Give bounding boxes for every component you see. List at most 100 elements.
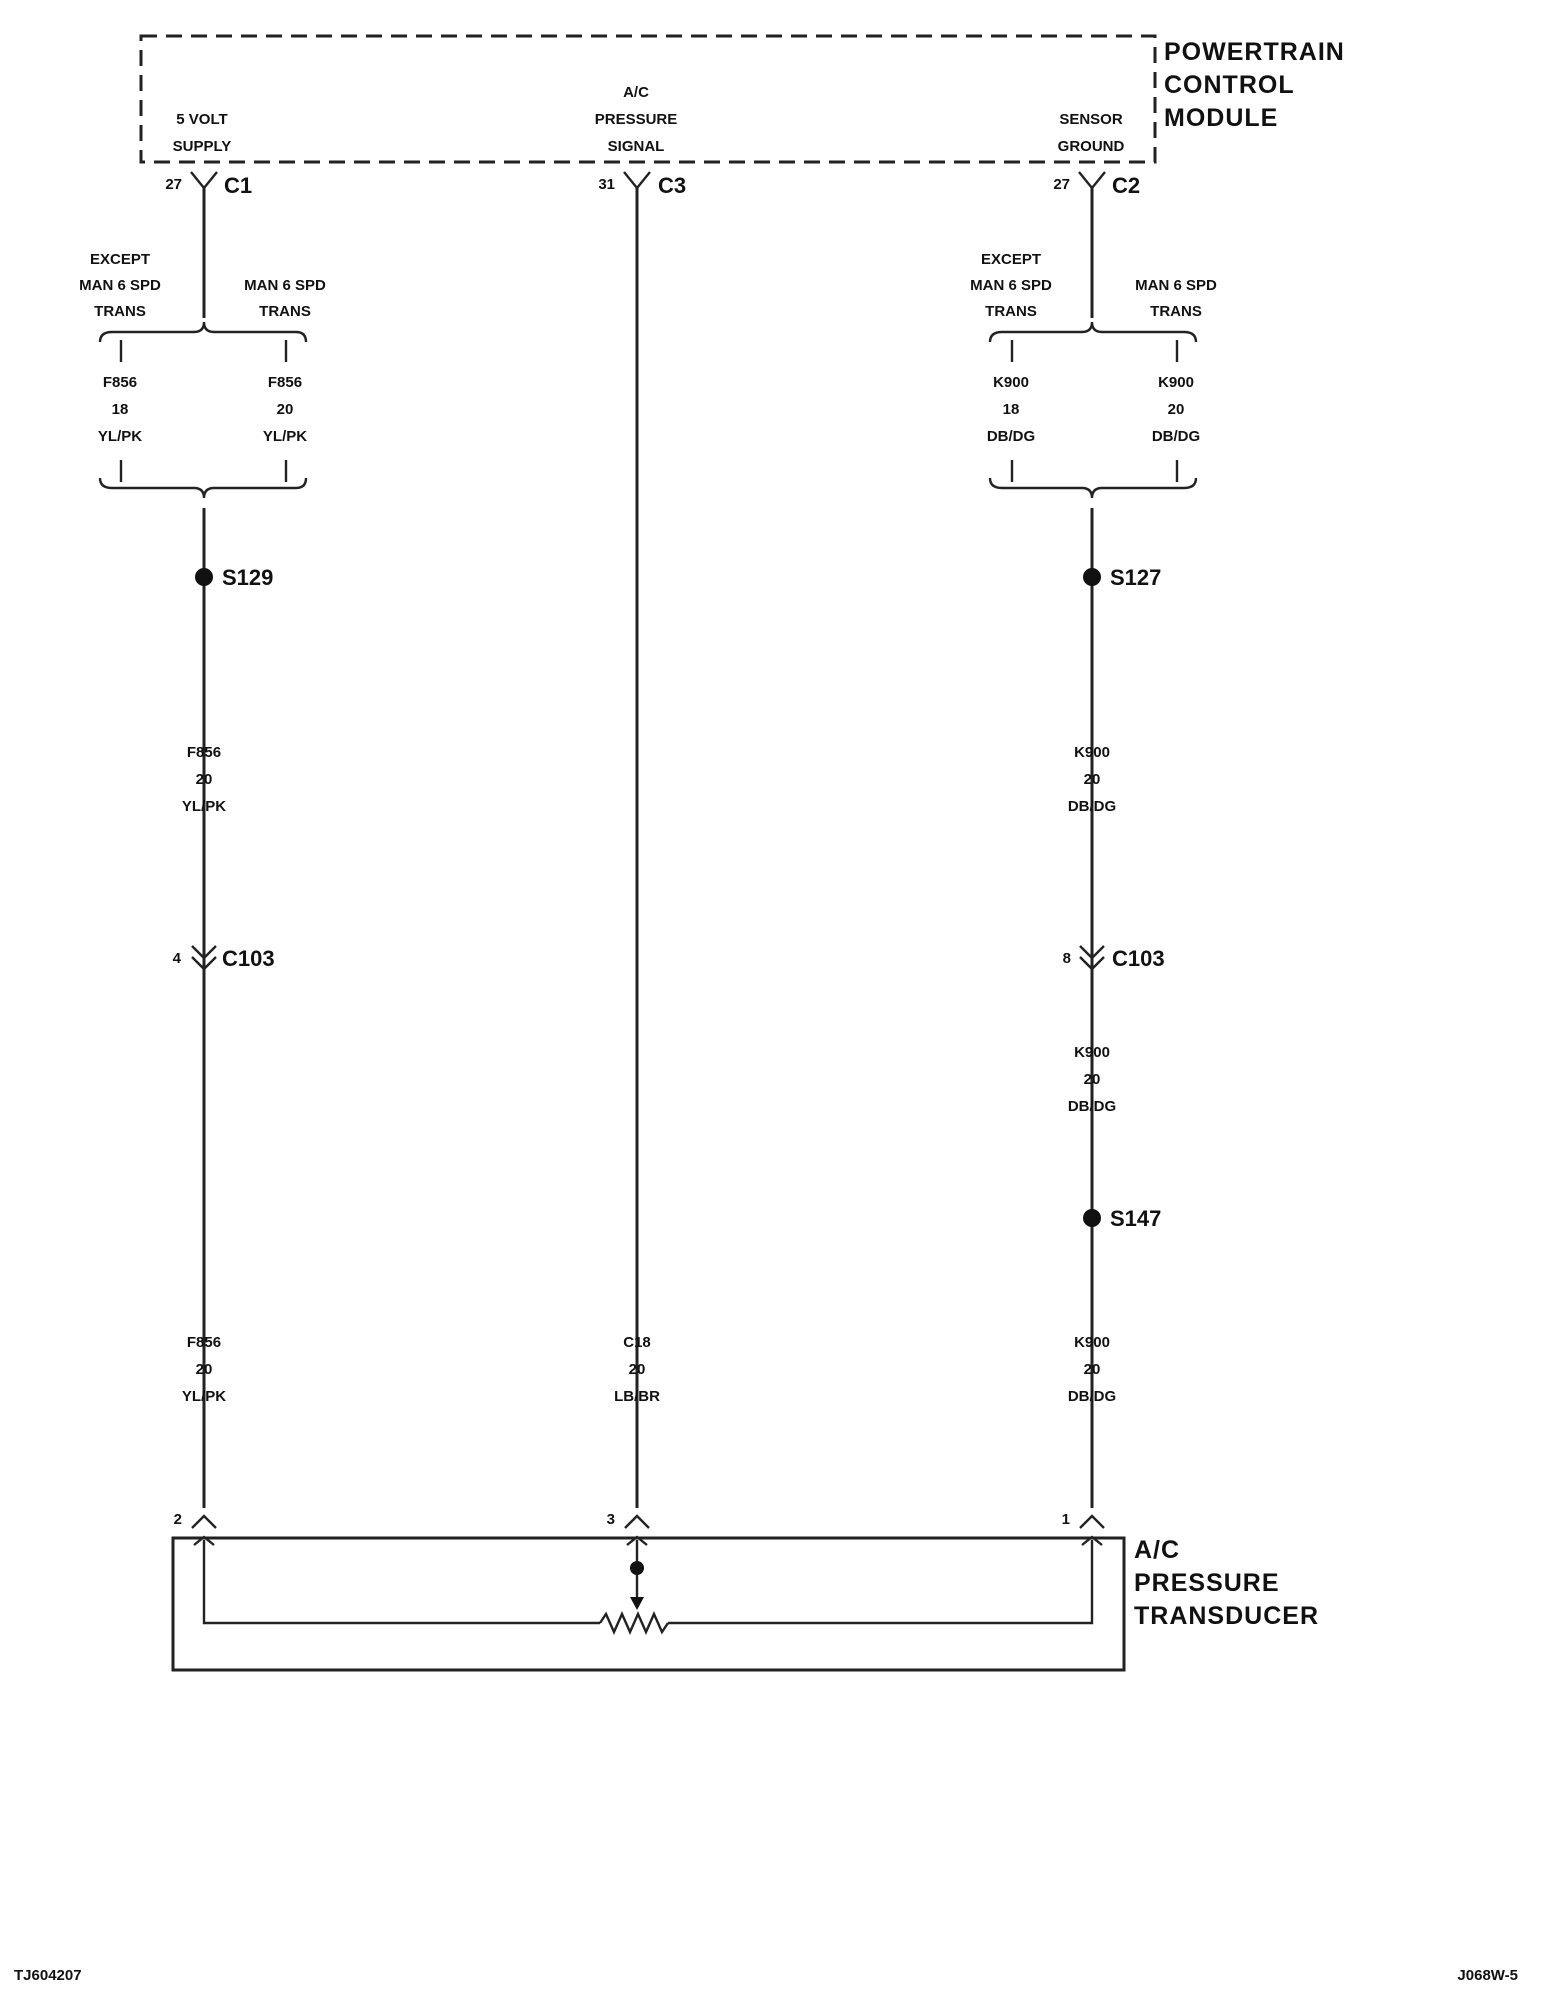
right-mid2-wire-line-3: DB/DG xyxy=(1068,1098,1116,1115)
splice-s127-dot xyxy=(1083,568,1101,586)
splice-s129-label: S129 xyxy=(222,565,273,590)
pcm-pin-c1-symbol xyxy=(190,171,218,190)
splice-s127-label: S127 xyxy=(1110,565,1161,590)
pcm-pin-c2-symbol xyxy=(1078,171,1106,190)
transducer-inner-pin-1 xyxy=(1081,1535,1103,1546)
pcm-pin-c3-symbol xyxy=(623,171,651,190)
pcm-cavity-c3: 31 xyxy=(598,176,615,193)
left-mid-wire-line-1: F856 xyxy=(187,744,221,761)
transducer-name-line-2: PRESSURE xyxy=(1134,1569,1280,1597)
left-except-line-1: EXCEPT xyxy=(90,251,150,268)
right-bottom-wire-line-3: DB/DG xyxy=(1068,1388,1116,1405)
left-top-brace xyxy=(98,321,308,343)
transducer-pin-2-label: 2 xyxy=(174,1511,182,1528)
transducer-wiper-arrow xyxy=(630,1597,644,1610)
left-wire-a-line-1: F856 xyxy=(103,374,137,391)
left-except-line-2: MAN 6 SPD xyxy=(79,277,161,294)
center-bottom-wire-line-2: 20 xyxy=(629,1361,646,1378)
transducer-inner-pin-3 xyxy=(626,1535,648,1546)
transducer-internal-right-wire xyxy=(668,1540,1094,1625)
left-mid-wire-line-3: YL/PK xyxy=(182,798,226,815)
inline-c103-left-name: C103 xyxy=(222,946,275,971)
right-wire-a-line-2: 18 xyxy=(1003,401,1020,418)
pin-label-ground-line-1: SENSOR xyxy=(1059,111,1123,128)
transducer-internal-left-wire xyxy=(202,1540,600,1625)
footer-left-code: TJ604207 xyxy=(14,1967,82,1984)
right-bottom-wire-line-2: 20 xyxy=(1084,1361,1101,1378)
right-wire-b-line-2: 20 xyxy=(1168,401,1185,418)
pin-label-ground-line-2: GROUND xyxy=(1058,138,1125,155)
pcm-name-line-3: MODULE xyxy=(1164,104,1278,132)
right-wire-a-line-3: DB/DG xyxy=(987,428,1035,445)
left-mid-wire-line-2: 20 xyxy=(196,771,213,788)
right-top-brace xyxy=(988,321,1198,343)
pin-label-signal-line-1: A/C xyxy=(623,84,649,101)
pcm-cavity-c2: 27 xyxy=(1053,176,1070,193)
transducer-pin-3-symbol xyxy=(624,1514,650,1529)
transducer-resistor xyxy=(599,1611,669,1635)
left-bottom-wire-line-3: YL/PK xyxy=(182,1388,226,1405)
inline-c103-right-symbol-a xyxy=(1079,945,1105,960)
left-man-line-2: TRANS xyxy=(259,303,311,320)
right-except-line-1: EXCEPT xyxy=(981,251,1041,268)
transducer-inner-pin-2 xyxy=(193,1535,215,1546)
left-wire-a-line-3: YL/PK xyxy=(98,428,142,445)
pcm-cavity-c1: 27 xyxy=(165,176,182,193)
inline-c103-right-cavity: 8 xyxy=(1063,950,1071,967)
inline-c103-right-name: C103 xyxy=(1112,946,1165,971)
left-wire-a-line-2: 18 xyxy=(112,401,129,418)
splice-s129-dot xyxy=(195,568,213,586)
pin-label-signal-line-3: SIGNAL xyxy=(608,138,665,155)
pcm-outline xyxy=(139,34,1157,164)
right-wire-a-line-1: K900 xyxy=(993,374,1029,391)
transducer-pin-1-label: 1 xyxy=(1062,1511,1070,1528)
right-mid-wire-line-1: K900 xyxy=(1074,744,1110,761)
right-bottom-wire-line-1: K900 xyxy=(1074,1334,1110,1351)
inline-c103-left-cavity: 4 xyxy=(173,950,182,967)
inline-c103-left-symbol-b xyxy=(191,956,217,971)
left-bottom-wire-line-1: F856 xyxy=(187,1334,221,1351)
footer-right-code: J068W-5 xyxy=(1457,1967,1518,1984)
pcm-connector-c2: C2 xyxy=(1112,173,1140,198)
left-except-line-3: TRANS xyxy=(94,303,146,320)
right-except-line-3: TRANS xyxy=(985,303,1037,320)
splice-s147-dot xyxy=(1083,1209,1101,1227)
transducer-name-line-1: A/C xyxy=(1134,1536,1180,1564)
right-mid-wire-line-2: 20 xyxy=(1084,771,1101,788)
right-man-line-1: MAN 6 SPD xyxy=(1135,277,1217,294)
pcm-connector-c3: C3 xyxy=(658,173,686,198)
inline-c103-left-symbol-a xyxy=(191,945,217,960)
right-mid2-wire-line-2: 20 xyxy=(1084,1071,1101,1088)
transducer-pin-1-symbol xyxy=(1079,1514,1105,1529)
right-bottom-brace xyxy=(988,477,1198,499)
right-mid2-wire-line-1: K900 xyxy=(1074,1044,1110,1061)
transducer-name-line-3: TRANSDUCER xyxy=(1134,1602,1319,1630)
left-man-line-1: MAN 6 SPD xyxy=(244,277,326,294)
right-wire-b-line-1: K900 xyxy=(1158,374,1194,391)
inline-c103-right-symbol-b xyxy=(1079,956,1105,971)
right-wire-b-line-3: DB/DG xyxy=(1152,428,1200,445)
right-except-line-2: MAN 6 SPD xyxy=(970,277,1052,294)
transducer-wiper-dot xyxy=(630,1561,644,1575)
pin-label-signal-line-2: PRESSURE xyxy=(595,111,678,128)
transducer-pin-3-label: 3 xyxy=(607,1511,615,1528)
pcm-connector-c1: C1 xyxy=(224,173,252,198)
splice-s147-label: S147 xyxy=(1110,1206,1161,1231)
pcm-name-line-2: CONTROL xyxy=(1164,71,1295,99)
pin-label-5v-line-2: SUPPLY xyxy=(173,138,232,155)
left-wire-b-line-3: YL/PK xyxy=(263,428,307,445)
left-wire-b-line-2: 20 xyxy=(277,401,294,418)
center-bottom-wire-line-1: C18 xyxy=(623,1334,651,1351)
right-mid-wire-line-3: DB/DG xyxy=(1068,798,1116,815)
left-bottom-wire-line-2: 20 xyxy=(196,1361,213,1378)
left-bottom-brace xyxy=(98,477,308,499)
center-bottom-wire-line-3: LB/BR xyxy=(614,1388,660,1405)
transducer-pin-2-symbol xyxy=(191,1514,217,1529)
left-wire-b-line-1: F856 xyxy=(268,374,302,391)
pcm-name-line-1: POWERTRAIN xyxy=(1164,38,1345,66)
right-man-line-2: TRANS xyxy=(1150,303,1202,320)
transducer-outline xyxy=(171,1536,1126,1672)
pin-label-5v-line-1: 5 VOLT xyxy=(176,111,227,128)
